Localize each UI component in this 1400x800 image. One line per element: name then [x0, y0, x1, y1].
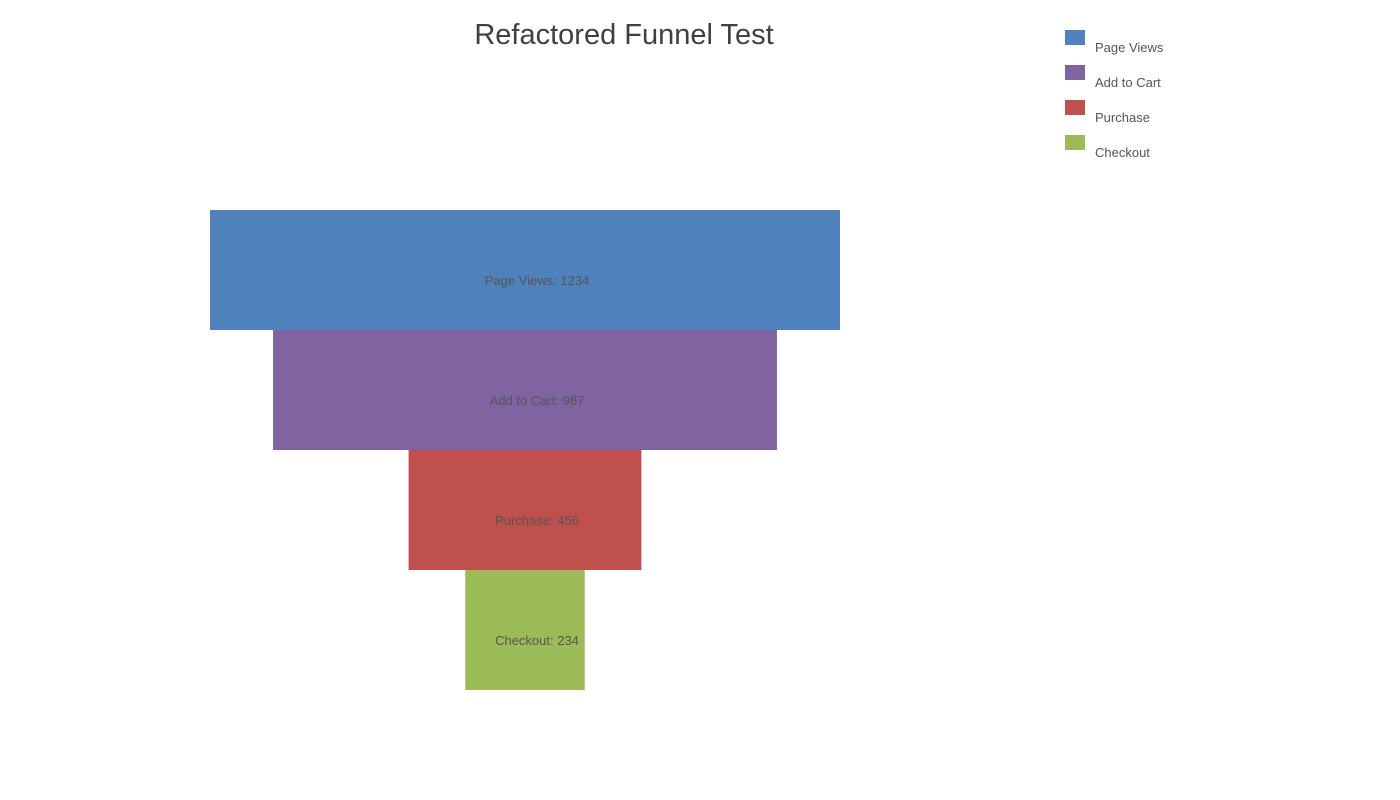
legend-label: Add to Cart [1095, 75, 1161, 90]
legend-swatch [1065, 30, 1085, 45]
legend-swatch [1065, 65, 1085, 80]
legend-swatch [1065, 100, 1085, 115]
funnel-stage-checkout [465, 570, 585, 690]
legend-label: Checkout [1095, 145, 1150, 160]
funnel-stage-label: Page Views: 1234 [485, 273, 590, 288]
legend-label: Page Views [1095, 40, 1164, 55]
funnel-stage-label: Checkout: 234 [495, 633, 579, 648]
funnel-stage-purchase [408, 450, 642, 570]
funnel-stage-label: Purchase: 456 [495, 513, 579, 528]
funnel-stage-label: Add to Cart: 987 [490, 393, 585, 408]
funnel-stage-page-views [210, 210, 840, 330]
chart-title: Refactored Funnel Test [474, 19, 773, 51]
legend-swatch [1065, 135, 1085, 150]
legend-label: Purchase [1095, 110, 1150, 125]
funnel-stage-add-to-cart [273, 330, 777, 450]
